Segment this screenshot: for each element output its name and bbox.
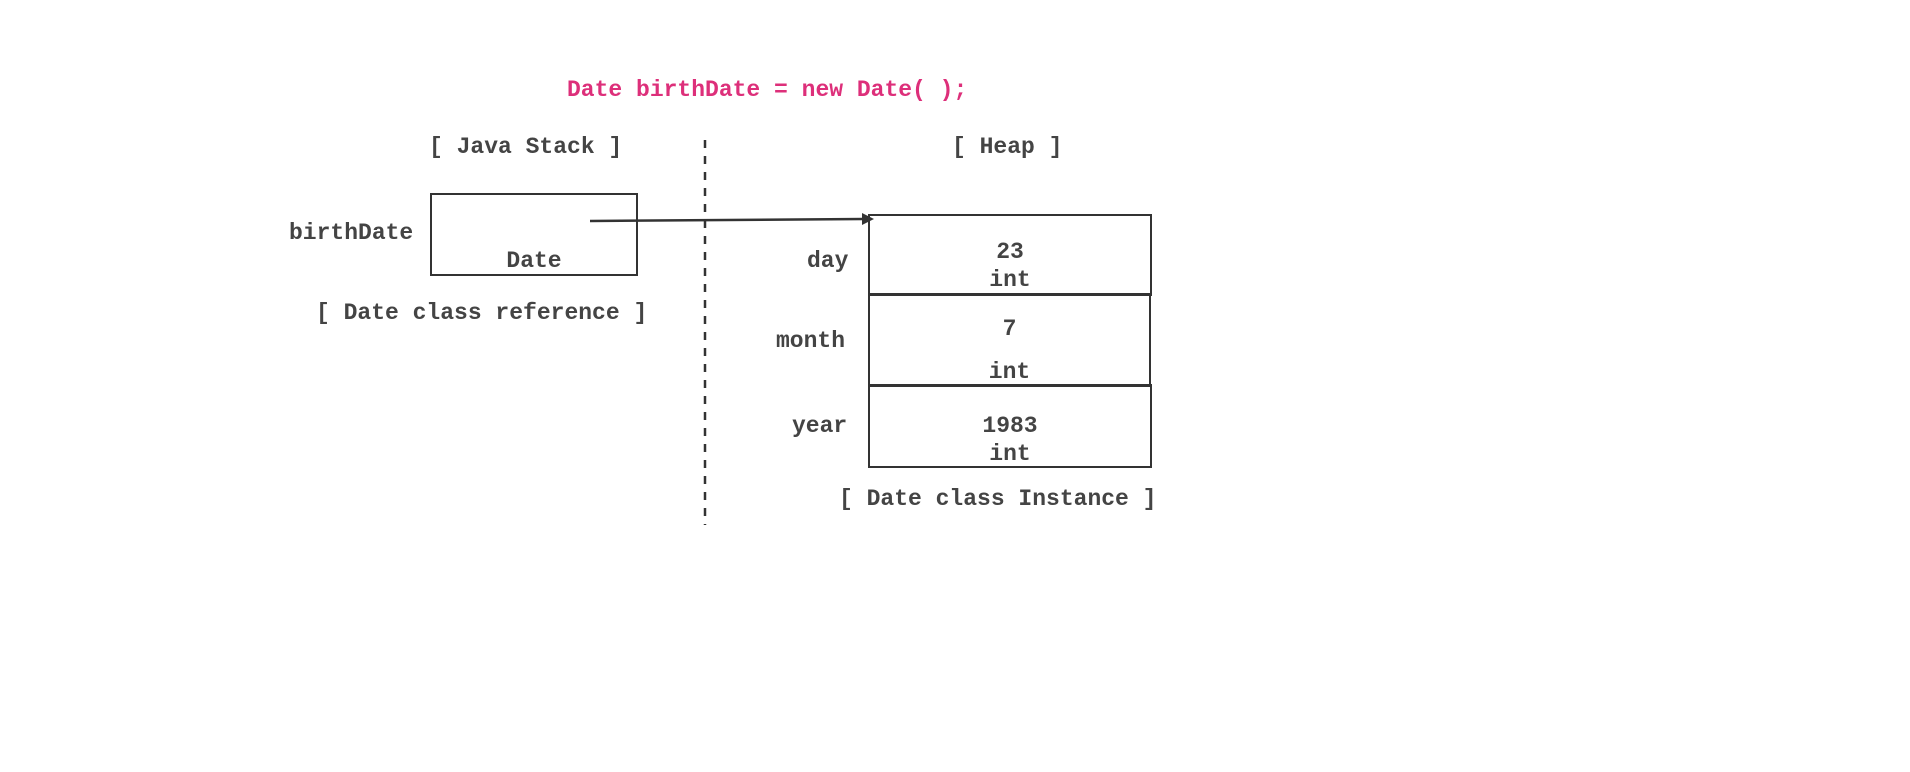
- heap-field-month-cell: 7 int: [868, 293, 1151, 387]
- heap-field-year-cell: 1983 int: [868, 384, 1152, 468]
- stack-reference-box: Date: [430, 193, 638, 276]
- heap-field-type: int: [988, 359, 1031, 385]
- stack-title: [ Java Stack ]: [429, 134, 623, 160]
- heap-field-value: 23: [996, 239, 1024, 265]
- heap-caption: [ Date class Instance ]: [839, 486, 1157, 512]
- heap-field-label-day: day: [807, 248, 849, 274]
- heap-field-type: int: [989, 441, 1031, 467]
- heap-field-day-cell: 23 int: [868, 214, 1152, 296]
- stack-reference-type: Date: [506, 248, 562, 274]
- heap-field-label-month: month: [776, 328, 846, 354]
- code-line: Date birthDate = new Date( );: [567, 77, 968, 103]
- heap-field-type: int: [989, 267, 1031, 293]
- heap-field-value: 1983: [982, 413, 1038, 439]
- stack-caption: [ Date class reference ]: [316, 300, 648, 326]
- stack-variable-label: birthDate: [289, 220, 414, 246]
- heap-field-value: 7: [1002, 316, 1017, 342]
- heap-title: [ Heap ]: [952, 134, 1063, 160]
- heap-field-label-year: year: [792, 413, 848, 439]
